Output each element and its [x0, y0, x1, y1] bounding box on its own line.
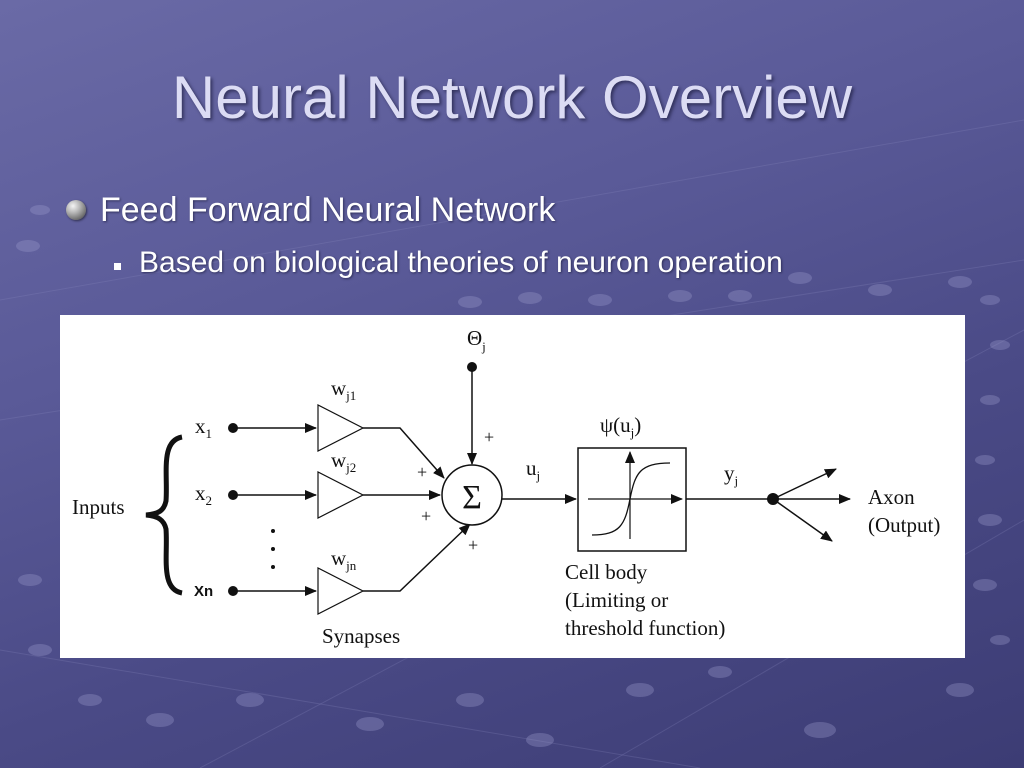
bullet-level1-text: Feed Forward Neural Network: [100, 190, 556, 229]
summation-node: [441, 464, 503, 526]
plus-sign-wn: +: [468, 535, 478, 555]
weight-w1-label: wj1: [331, 376, 356, 403]
inputs-label: Inputs: [72, 495, 125, 519]
neuron-diagram-svg: Inputs x1 x2 Xn wj1 wj2 wjn Θj: [72, 326, 940, 648]
input-x1-label: x1: [195, 414, 212, 441]
synapse-1-connection: [363, 427, 445, 479]
slide-title: Neural Network Overview: [171, 64, 853, 131]
synapse-1: [317, 404, 365, 452]
weight-wn-label: wjn: [331, 546, 357, 573]
plus-sign-w1: +: [417, 462, 427, 482]
ellipsis-dot: [271, 529, 275, 533]
synapse-2: [317, 471, 365, 519]
plus-sign-theta: +: [484, 427, 494, 447]
ellipsis-dot: [271, 565, 275, 569]
inputs-brace: [145, 434, 183, 596]
theta-label: Θj: [467, 326, 486, 354]
sigma-symbol: Σ: [462, 479, 482, 516]
weight-w2-label: wj2: [331, 448, 356, 475]
neuron-diagram: Inputs x1 x2 Xn wj1 wj2 wjn Θj: [60, 315, 965, 658]
bullet-level2: Based on biological theories of neuron o…: [114, 244, 783, 282]
square-bullet-icon: [114, 262, 121, 270]
bullet-level2-text: Based on biological theories of neuron o…: [139, 246, 783, 279]
sphere-bullet-icon: [66, 200, 86, 220]
axon-label: Axon: [868, 485, 915, 509]
axon-output-label: (Output): [868, 513, 940, 537]
input-x2-label: x2: [195, 481, 212, 508]
synapses-label: Synapses: [322, 624, 400, 648]
cell-body-label: Cell body: [565, 560, 648, 584]
bullet-level1: Feed Forward Neural Network: [66, 188, 555, 232]
uj-label: uj: [526, 456, 540, 483]
psi-label: ψ(uj): [600, 413, 641, 440]
synapse-n: [317, 567, 365, 615]
cell-body-limiting-label: (Limiting or: [565, 588, 668, 612]
axon-branch-up: [772, 468, 837, 500]
axon-branch-down: [772, 498, 833, 542]
yj-label: yj: [724, 461, 738, 488]
ellipsis-dot: [271, 547, 275, 551]
sigmoid-curve: [591, 462, 671, 536]
plus-sign-w2: +: [421, 506, 431, 526]
cell-body-threshold-label: threshold function): [565, 616, 725, 640]
input-xn-label: Xn: [194, 583, 213, 600]
synapse-n-connection: [363, 523, 471, 592]
